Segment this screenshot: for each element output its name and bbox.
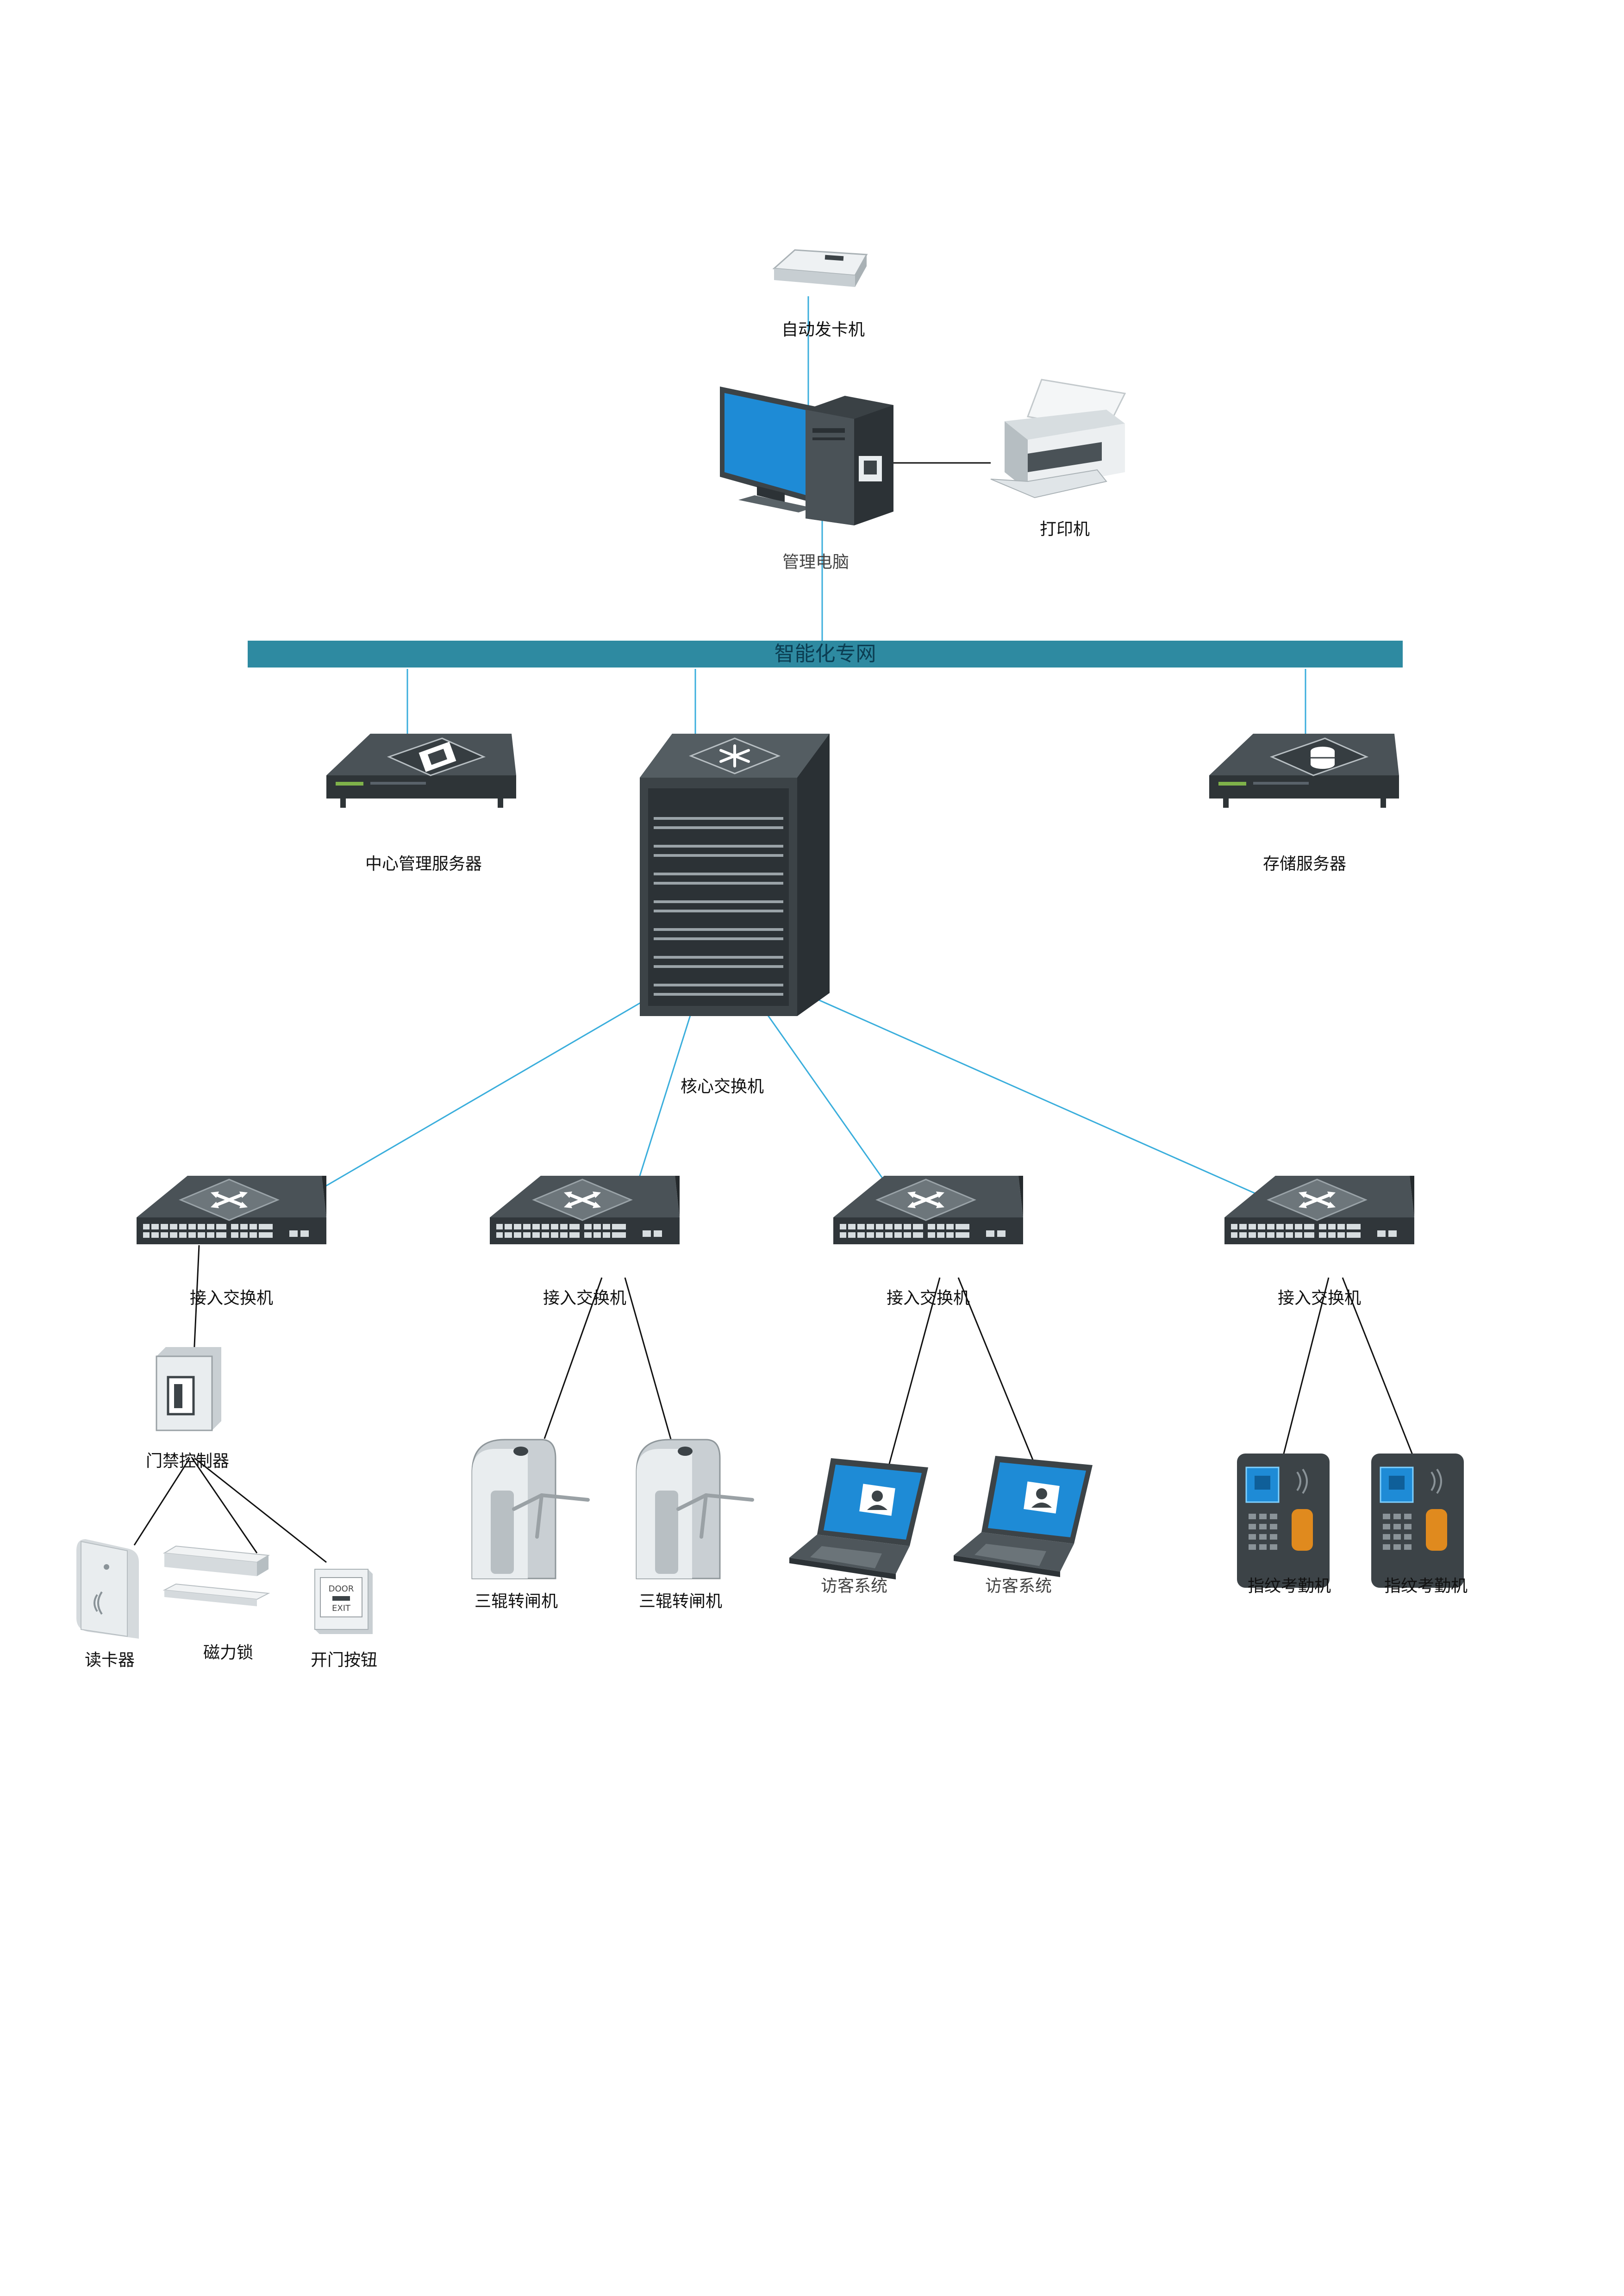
desktop-computer-icon — [720, 387, 893, 525]
link-access1-controller — [193, 1245, 200, 1366]
access-switch-icon-2 — [490, 1176, 680, 1244]
laptop-icon-2 — [954, 1456, 1093, 1577]
visitor-system-label-2: 访客系统 — [985, 1577, 1052, 1596]
access-switch-icon-3 — [833, 1176, 1023, 1244]
tripod-turnstile-icon-1 — [472, 1440, 588, 1578]
link-controller-reader — [133, 1458, 191, 1546]
core-switch-cabinet-icon — [640, 734, 830, 1016]
laptop-icon-1 — [789, 1458, 928, 1579]
door-controller-label: 门禁控制器 — [145, 1452, 230, 1471]
visitor-system-label-1: 访客系统 — [820, 1577, 888, 1596]
admin-pc-label: 管理电脑 — [782, 553, 849, 572]
core-switch-label: 核心交换机 — [680, 1077, 764, 1096]
link-access2-turnstile-2 — [624, 1277, 675, 1449]
magnetic-lock-label: 磁力锁 — [203, 1643, 254, 1662]
network-bus — [248, 641, 1403, 668]
card-reader-icon — [76, 1539, 139, 1639]
network-bus-label: 智能化专网 — [774, 642, 876, 666]
card-issuer-icon — [772, 249, 868, 287]
connections — [133, 296, 1418, 1563]
central-server-label: 中心管理服务器 — [365, 855, 482, 873]
link-core-access-4 — [745, 967, 1315, 1221]
link-access2-turnstile-1 — [543, 1277, 603, 1439]
magnetic-lock-icon — [162, 1545, 270, 1606]
card-reader-label: 读卡器 — [84, 1651, 135, 1670]
link-access4-attendance-2 — [1342, 1277, 1418, 1466]
card-issuer-label: 自动发卡机 — [781, 320, 865, 339]
access-switch-label-2: 接入交换机 — [543, 1289, 627, 1308]
storage-server-icon — [1208, 733, 1400, 809]
access-switch-label-3: 接入交换机 — [886, 1289, 970, 1308]
access-switch-label-1: 接入交换机 — [189, 1289, 274, 1308]
fingerprint-terminal-icon-1 — [1236, 1453, 1330, 1589]
exit-button-icon: DOOR EXIT — [314, 1569, 373, 1634]
storage-server-label: 存储服务器 — [1262, 855, 1347, 873]
door-controller-icon — [156, 1347, 221, 1431]
fingerprint-terminal-icon-2 — [1370, 1453, 1465, 1589]
access-switch-icon-4 — [1224, 1176, 1414, 1244]
rack-server-icon — [325, 733, 517, 809]
link-core-access-1 — [286, 992, 658, 1210]
access-switch-icon-1 — [137, 1176, 326, 1244]
attendance-label-1: 指纹考勤机 — [1247, 1577, 1331, 1596]
exit-button-text-bottom: EXIT — [332, 1603, 351, 1613]
link-access3-visitor-1 — [888, 1277, 941, 1466]
turnstile-label-1: 三辊转闸机 — [474, 1592, 558, 1611]
printer-icon — [990, 379, 1126, 499]
attendance-label-2: 指纹考勤机 — [1384, 1577, 1468, 1596]
link-access3-visitor-2 — [957, 1277, 1034, 1461]
link-controller-button — [194, 1457, 327, 1563]
tripod-turnstile-icon-2 — [637, 1440, 752, 1578]
access-switch-label-4: 接入交换机 — [1277, 1289, 1362, 1308]
exit-button-text-top: DOOR — [329, 1584, 354, 1594]
exit-button-label: 开门按钮 — [310, 1651, 378, 1670]
turnstile-label-2: 三辊转闸机 — [638, 1592, 723, 1611]
link-access4-attendance-1 — [1280, 1277, 1330, 1463]
link-controller-lock — [191, 1458, 258, 1554]
printer-label: 打印机 — [1039, 520, 1090, 539]
